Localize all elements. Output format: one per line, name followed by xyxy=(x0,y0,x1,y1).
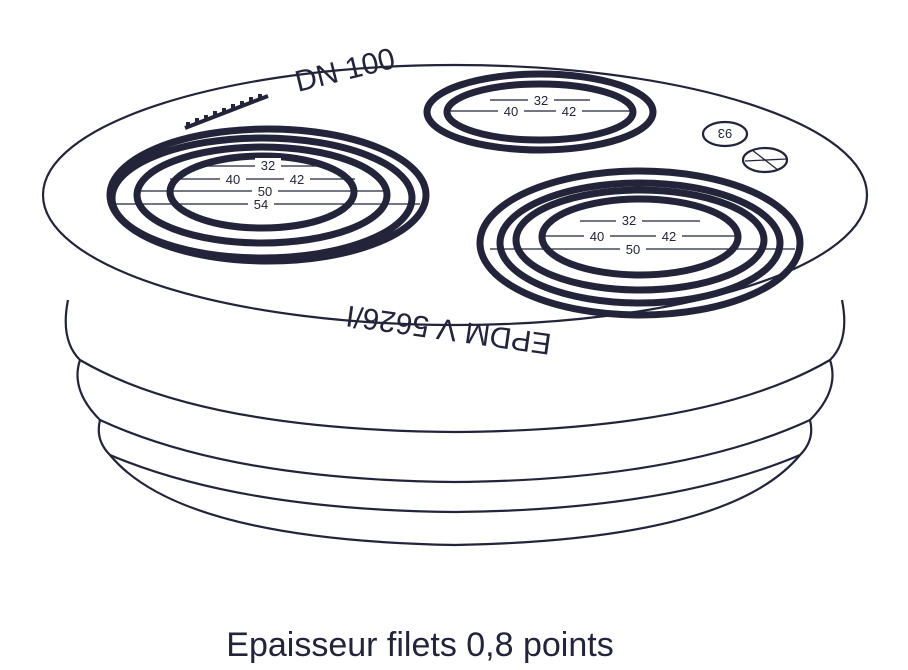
hole-group-top: 32 40 42 xyxy=(423,70,657,154)
size-label: 32 xyxy=(622,213,636,228)
size-label: 42 xyxy=(562,104,576,119)
size-label: 40 xyxy=(226,172,240,187)
size-label: 50 xyxy=(258,184,272,199)
dn-marking: DN 100 xyxy=(292,42,399,99)
comb-icon xyxy=(184,94,269,130)
plug-body xyxy=(64,299,846,547)
size-label: 42 xyxy=(662,229,676,244)
size-label: 54 xyxy=(254,197,268,212)
hole-group-right: 32 40 42 50 xyxy=(476,167,804,319)
caption: Epaisseur filets 0,8 points xyxy=(226,626,614,664)
size-label: 32 xyxy=(261,158,275,173)
plug-top-face xyxy=(41,63,869,327)
size-label: 32 xyxy=(534,93,548,108)
size-label: 40 xyxy=(504,104,518,119)
svg-text:93: 93 xyxy=(718,126,732,141)
size-label: 40 xyxy=(590,229,604,244)
size-label: 50 xyxy=(626,242,640,257)
size-label: 42 xyxy=(290,172,304,187)
hole-group-left: 32 40 42 50 54 xyxy=(106,125,430,265)
material-marking: EPDM V 5626/I xyxy=(344,299,553,360)
badge-93-icon: 93 xyxy=(701,120,749,148)
cross-circle-icon xyxy=(741,146,789,174)
